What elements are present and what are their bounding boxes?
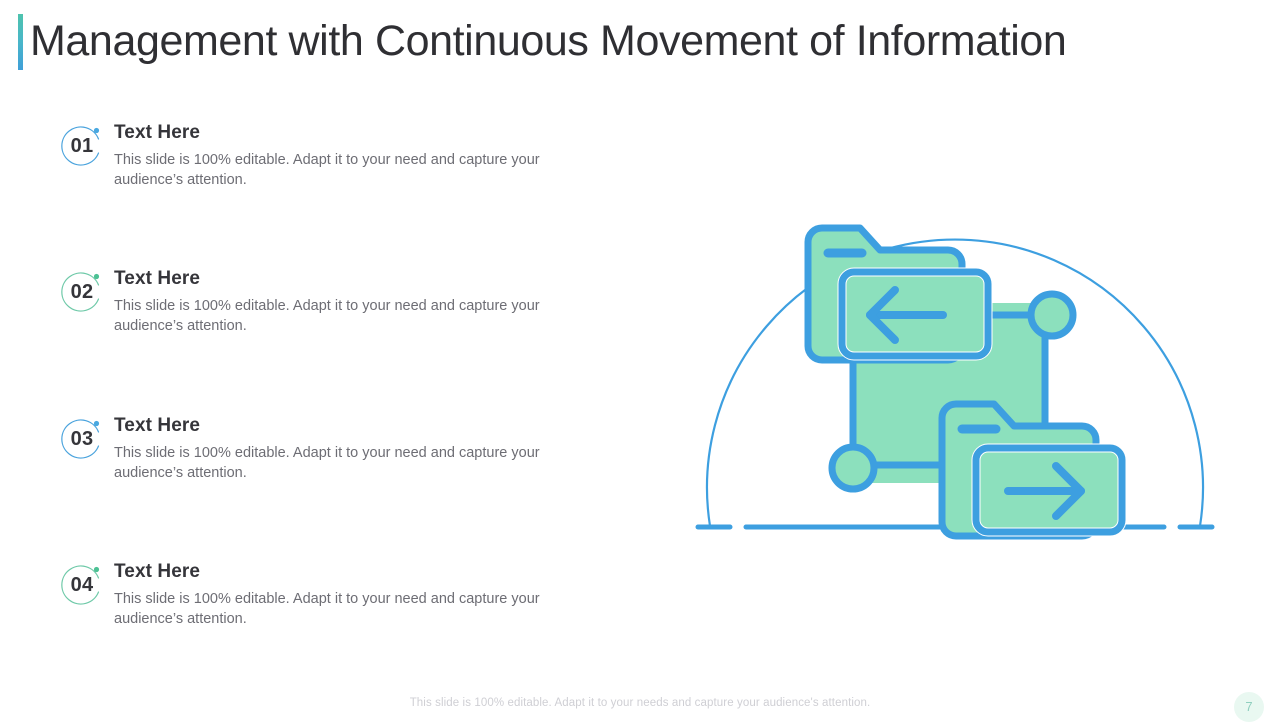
- list-item[interactable]: 01 Text Here This slide is 100% editable…: [0, 122, 620, 232]
- list-item-text: This slide is 100% editable. Adapt it to…: [114, 591, 540, 627]
- page-title: Management with Continuous Movement of I…: [30, 17, 1067, 65]
- step-number: 01: [70, 135, 94, 157]
- illustration-svg: [695, 224, 1215, 540]
- arc-backdrop-icon: [705, 238, 1205, 527]
- slide-header: Management with Continuous Movement of I…: [0, 0, 1280, 84]
- page-number-badge: 7: [1234, 692, 1264, 722]
- badge-ring-icon: [61, 565, 100, 605]
- list-item-text: This slide is 100% editable. Adapt it to…: [114, 445, 540, 481]
- folders-data-transfer-illustration: [690, 138, 1220, 540]
- list-item-body: Text Here This slide is 100% editable. A…: [114, 122, 604, 190]
- list-item[interactable]: 02 Text Here This slide is 100% editable…: [0, 268, 620, 378]
- list-item-text: This slide is 100% editable. Adapt it to…: [114, 152, 540, 188]
- list-item-body: Text Here This slide is 100% editable. A…: [114, 561, 604, 629]
- node-bottom-left-icon: [828, 443, 878, 493]
- badge-ring-icon: [61, 272, 100, 312]
- list-item-text: This slide is 100% editable. Adapt it to…: [114, 298, 540, 334]
- step-badge-02: 02: [58, 268, 106, 316]
- node-top-right-icon: [1027, 290, 1077, 340]
- folder-left-arrow-icon: [804, 224, 993, 364]
- title-accent-bar: [18, 14, 23, 70]
- step-number: 04: [70, 574, 94, 596]
- step-badge-04: 04: [58, 561, 106, 609]
- badge-ring-icon: [61, 126, 100, 166]
- list-item-heading: Text Here: [114, 415, 201, 436]
- folder-right-arrow-icon: [938, 400, 1127, 540]
- step-badge-01: 01: [58, 122, 106, 170]
- badge-ring-icon: [61, 419, 100, 459]
- list-item-heading: Text Here: [114, 268, 201, 289]
- step-badge-03: 03: [58, 415, 106, 463]
- list-item-heading: Text Here: [114, 561, 201, 582]
- step-number: 02: [70, 281, 94, 303]
- feature-list: 01 Text Here This slide is 100% editable…: [0, 108, 640, 668]
- list-item-body: Text Here This slide is 100% editable. A…: [114, 268, 604, 336]
- list-item-body: Text Here This slide is 100% editable. A…: [114, 415, 604, 483]
- list-item[interactable]: 03 Text Here This slide is 100% editable…: [0, 415, 620, 525]
- footer-note: This slide is 100% editable. Adapt it to…: [409, 697, 871, 709]
- list-item[interactable]: 04 Text Here This slide is 100% editable…: [0, 561, 620, 671]
- list-item-heading: Text Here: [114, 122, 201, 143]
- step-number: 03: [70, 428, 94, 450]
